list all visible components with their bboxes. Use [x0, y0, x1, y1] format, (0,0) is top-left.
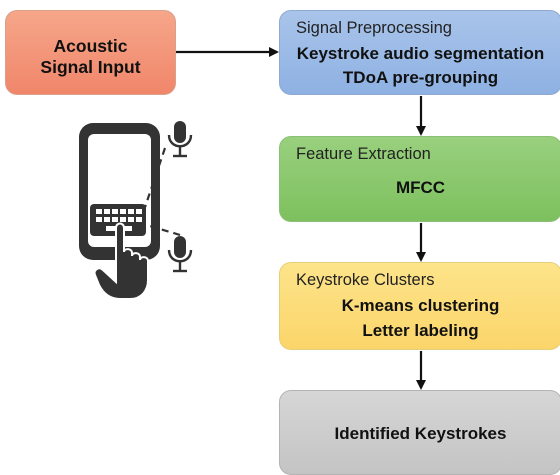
microphone-icon	[167, 236, 193, 273]
keystroke-clusters-box: Keystroke Clusters K-means clustering Le…	[279, 262, 560, 350]
preprocessing-line-2: TDoA pre-grouping	[342, 68, 499, 87]
acoustic-signal-input-box: Acoustic Signal Input	[5, 10, 176, 95]
output-line-1: Identified Keystrokes	[334, 424, 507, 443]
input-line-2: Signal Input	[40, 57, 141, 77]
pointing-hand-icon	[93, 222, 149, 300]
preprocessing-line-1: Keystroke audio segmentation	[296, 44, 545, 63]
smartphone-icon	[79, 123, 181, 260]
clusters-line-2: Letter labeling	[362, 321, 479, 340]
keyboard-icon	[90, 204, 146, 236]
preprocessing-heading: Signal Preprocessing	[296, 19, 452, 37]
identified-keystrokes-box: Identified Keystrokes	[279, 390, 560, 475]
clusters-line-1: K-means clustering	[341, 296, 500, 315]
feature-extraction-box: Feature Extraction MFCC	[279, 136, 560, 222]
input-line-1: Acoustic	[53, 36, 128, 56]
feature-extraction-heading: Feature Extraction	[296, 145, 431, 163]
microphone-icon	[167, 121, 193, 158]
signal-preprocessing-box: Signal Preprocessing Keystroke audio seg…	[279, 10, 560, 95]
clusters-heading: Keystroke Clusters	[296, 271, 435, 289]
feature-extraction-line-1: MFCC	[395, 178, 446, 197]
